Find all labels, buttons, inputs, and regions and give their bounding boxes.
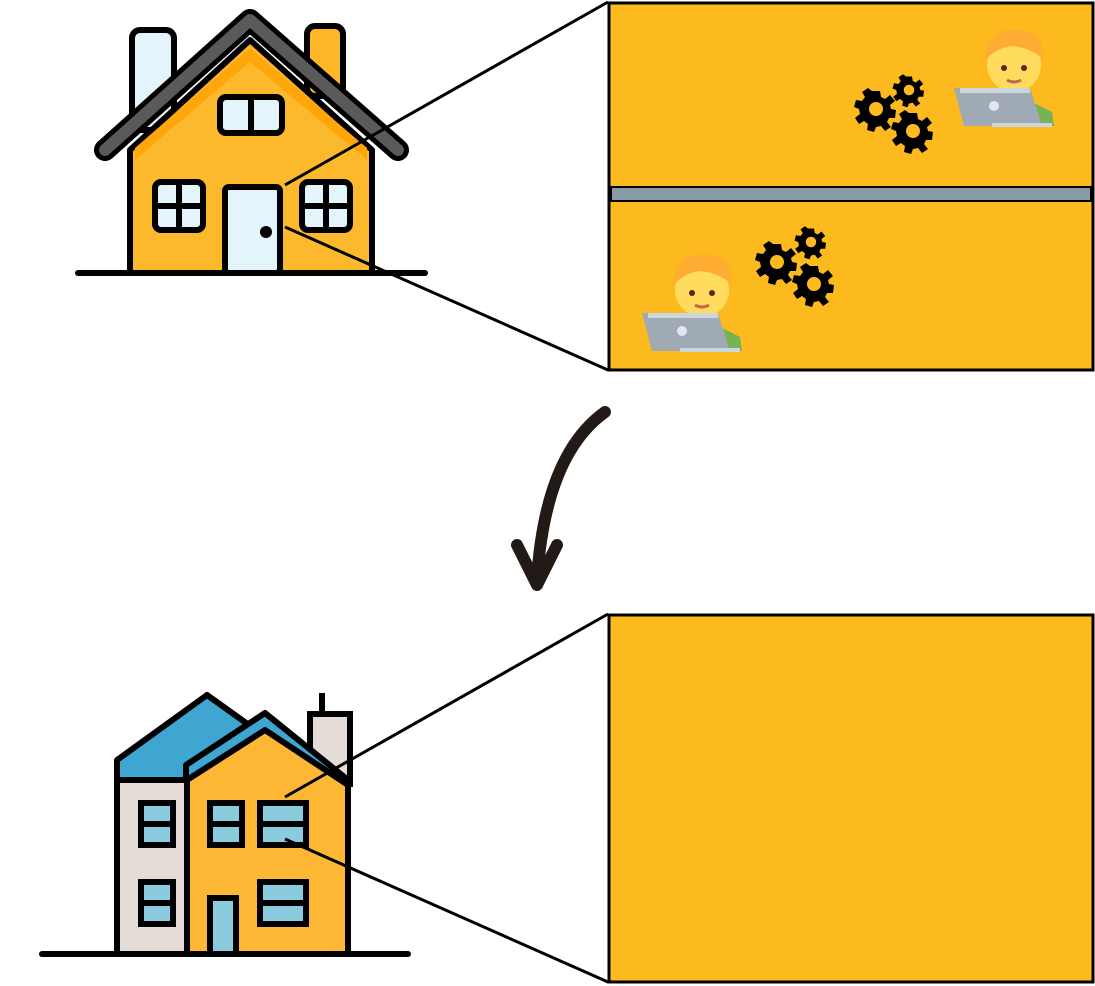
gears-icon [755, 226, 834, 307]
developer-with-laptop-icon [954, 29, 1054, 127]
house-door [222, 184, 283, 276]
curved-down-arrow-icon [511, 406, 611, 591]
empty-panel [607, 613, 1095, 984]
house-door-knob [260, 226, 272, 238]
person-hair [673, 254, 732, 285]
zoom-line-top-upper [284, 0, 609, 187]
building-door [207, 895, 239, 957]
house-roof-inner [99, 14, 404, 156]
developer-with-laptop-icon [642, 254, 742, 352]
zoom-line-top-lower [284, 225, 609, 372]
person-face [675, 263, 729, 317]
house-icon [75, 9, 428, 276]
person-face [987, 38, 1041, 92]
two-room-split-panel [607, 1, 1095, 372]
gears-icon [854, 74, 933, 154]
panel-divider [610, 186, 1092, 202]
zoom-line-bottom-lower [284, 837, 609, 984]
townhouse-building-icon [39, 692, 411, 957]
zoom-line-bottom-upper [284, 612, 609, 799]
person-hair [985, 29, 1044, 60]
